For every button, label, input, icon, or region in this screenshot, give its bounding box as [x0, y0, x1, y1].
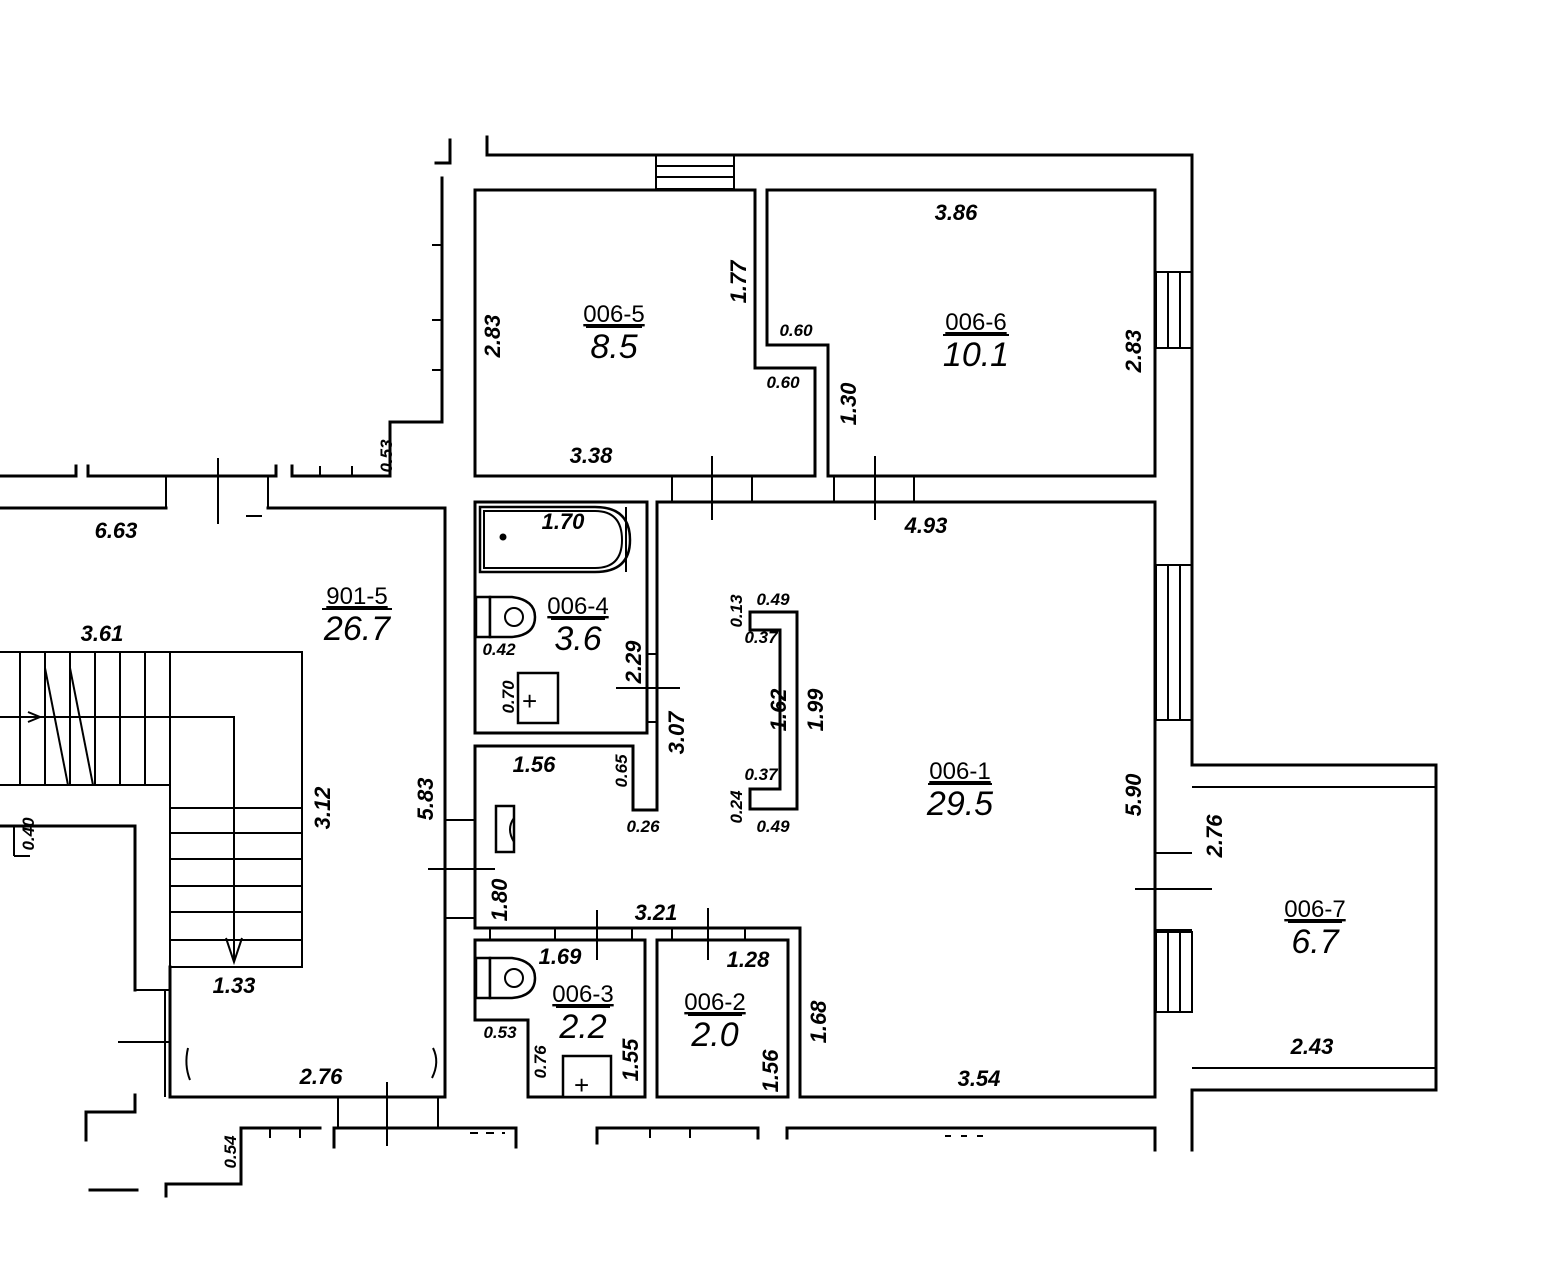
dim-col-049-bottom: 0.49 [756, 817, 790, 836]
dim-col-162: 1.62 [766, 688, 791, 732]
dim-r1-bottom: 3.54 [958, 1066, 1001, 1091]
room-006-6 [765, 188, 1157, 478]
dim-stair-run: 1.33 [213, 973, 256, 998]
room-901-5 [0, 458, 447, 1146]
toilet-icon [474, 595, 537, 639]
dim-r6-height: 2.83 [1121, 330, 1146, 374]
room-area-006-4: 3.6 [554, 620, 601, 658]
room-id-006-6: 006-6 [945, 309, 1006, 336]
dim-r1-right: 5.90 [1121, 773, 1146, 817]
dim-r4-042: 0.42 [482, 640, 516, 659]
dim-col-037-bottom: 0.37 [744, 765, 779, 784]
room-labels: 006-5 8.5 006-6 10.1 901-5 26.7 006-4 3.… [322, 301, 1346, 1054]
dim-hall-026: 0.26 [626, 817, 660, 836]
dim-r1-168: 1.68 [806, 1000, 831, 1044]
room-id-006-3: 006-3 [552, 981, 613, 1008]
room-id-006-7: 006-7 [1284, 896, 1345, 923]
room-area-006-3: 2.2 [558, 1008, 606, 1046]
room-area-006-5: 8.5 [590, 328, 637, 366]
dim-r5-width: 3.38 [570, 443, 614, 468]
toilet-icon-3 [474, 956, 537, 1000]
room-id-006-2: 006-2 [684, 989, 745, 1016]
dimension-labels: 3.38 0.60 0.60 3.86 6.63 3.61 1.33 2.76 … [19, 200, 1333, 1169]
dim-col-049-top: 0.49 [756, 590, 790, 609]
room-006-1 [428, 456, 1212, 1099]
room-006-5 [473, 188, 817, 478]
dim-stair-height: 3.12 [310, 786, 335, 830]
dim-r6-width: 3.86 [935, 200, 979, 225]
toilet-icon-hall [494, 804, 516, 854]
dim-r901-bottom: 2.76 [299, 1064, 344, 1089]
sink-icon-3: + [561, 1054, 613, 1100]
dim-hall-065: 0.65 [612, 754, 631, 788]
dim-corridor-053: 0.53 [377, 439, 396, 473]
room-006-7 [1190, 763, 1438, 1092]
room-006-4: + [473, 500, 649, 735]
dim-r6-left: 1.30 [836, 382, 861, 426]
dim-r5-right-upper: 1.77 [726, 259, 751, 304]
room-id-006-5: 006-5 [583, 301, 644, 328]
sink-icon: + [516, 671, 560, 725]
dim-r1-307: 3.07 [664, 710, 689, 755]
dim-r5-notch-bottom: 0.60 [766, 373, 800, 392]
dim-col-013: 0.13 [727, 594, 746, 628]
dim-r5-height: 2.83 [480, 315, 505, 359]
dim-r2-156: 1.56 [758, 1049, 783, 1093]
dim-r7-276: 2.76 [1202, 814, 1227, 859]
room-id-006-4: 006-4 [547, 593, 608, 620]
dim-bath-len: 1.70 [542, 509, 586, 534]
dim-r901-040: 0.40 [19, 817, 38, 851]
bathtub-icon [478, 505, 632, 574]
dim-r901-054: 0.54 [221, 1135, 240, 1169]
room-006-2 [655, 908, 790, 1099]
dim-r2-128: 1.28 [727, 947, 771, 972]
dim-hall-156: 1.56 [513, 752, 557, 777]
room-id-901-5: 901-5 [326, 583, 387, 610]
dim-r3-053: 0.53 [483, 1023, 517, 1042]
dim-r3-169: 1.69 [539, 944, 583, 969]
room-area-006-2: 2.0 [690, 1016, 738, 1054]
dim-hall-180: 1.80 [487, 878, 512, 922]
room-006-3: + [473, 910, 647, 1100]
dim-col-199: 1.99 [803, 688, 828, 732]
dim-stair-width: 3.61 [81, 621, 124, 646]
room-id-006-1: 006-1 [929, 758, 990, 785]
dim-r3-076: 0.76 [531, 1045, 550, 1079]
dim-r901-height: 5.83 [413, 778, 438, 821]
sink-symbol-3: + [574, 1070, 589, 1100]
column [748, 610, 799, 811]
dim-col-024: 0.24 [727, 790, 746, 824]
room-area-006-1: 29.5 [926, 785, 993, 823]
outer-walls [0, 135, 1194, 1198]
dim-r4-070: 0.70 [499, 680, 518, 714]
dim-r7-243: 2.43 [1290, 1034, 1334, 1059]
dim-col-037-top: 0.37 [744, 628, 779, 647]
stair-steps [0, 652, 302, 966]
room-area-006-7: 6.7 [1291, 923, 1339, 961]
dim-r5-notch-top: 0.60 [779, 321, 813, 340]
dim-hall-321: 3.21 [635, 900, 678, 925]
dim-r4-229: 2.29 [621, 640, 646, 685]
room-area-901-5: 26.7 [323, 610, 391, 648]
dim-r1-top: 4.93 [904, 513, 948, 538]
sink-symbol: + [522, 686, 537, 716]
dim-r3-155: 1.55 [618, 1038, 643, 1082]
room-area-006-6: 10.1 [943, 336, 1009, 374]
dim-r901-width: 6.63 [95, 518, 138, 543]
